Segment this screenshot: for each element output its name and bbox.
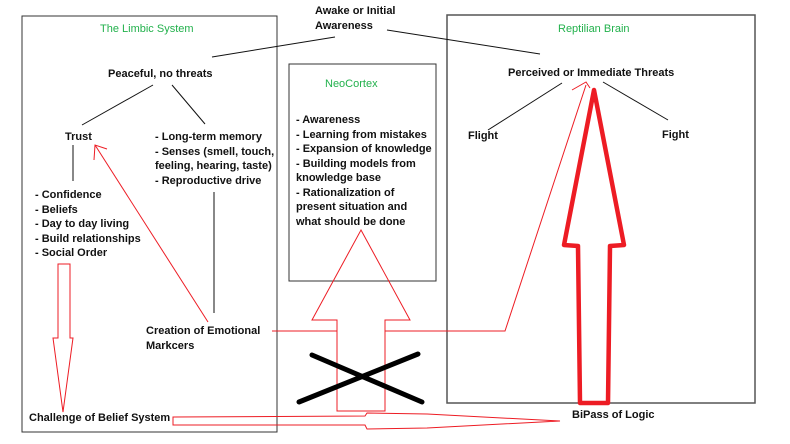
arrow-trust-to-challenge [52,263,74,413]
neocortex-title: NeoCortex [325,78,378,90]
reptilian-title: Reptilian Brain [558,23,630,35]
arrow-emotional-to-threats [272,81,591,332]
list-item: - Senses (smell, touch, [155,145,275,158]
bypass-arrow [561,87,627,406]
peaceful-label: Peaceful, no threats [108,68,213,80]
blocked-x-icon [296,351,425,405]
flight-label: Flight [468,130,498,142]
connector-peaceful-memory [171,84,206,125]
list-item: - Learning from mistakes [296,128,427,141]
list-item: - Build relationships [35,232,141,245]
list-item: present situation and [296,201,408,213]
neocortex-blocked-arrow [311,228,411,412]
list-item: - Reproductive drive [155,174,262,187]
connector-peaceful-trust [81,84,154,126]
bypass-label: BiPass of Logic [572,409,655,421]
list-item: - Social Order [35,247,108,259]
arrow-emotional-to-trust [93,144,209,323]
list-item: - Day to day living [35,218,130,230]
list-item: - Expansion of knowledge [296,143,432,155]
arrow-challenge-to-bypass [172,412,561,430]
awake-line1: Awake or Initial [315,5,396,17]
limbic-title: The Limbic System [100,23,194,35]
list-item: - Beliefs [35,203,78,216]
connector-threats-fight [602,81,669,121]
list-item: - Confidence [35,189,102,201]
emotional-line2: Markcers [146,339,195,352]
list-item: feeling, hearing, taste) [155,160,272,172]
trust-list: - Confidence - Beliefs - Day to day livi… [35,188,141,261]
neocortex-box [288,63,437,282]
threats-label: Perceived or Immediate Threats [508,67,675,79]
connector-threats-flight [487,82,563,131]
memory-list: - Long-term memory - Senses (smell, touc… [155,130,274,188]
awake-line2: Awareness [315,19,373,32]
list-item: - Awareness [296,114,361,126]
list-item: knowledge base [296,172,381,184]
list-item: - Rationalization of [296,186,395,199]
emotional-markers-label: Creation of Emotional Markcers [146,324,260,353]
emotional-line1: Creation of Emotional [146,325,261,337]
fight-label: Fight [662,129,689,141]
challenge-label: Challenge of Belief System [29,412,171,424]
awake-label: Awake or Initial Awareness [315,4,396,33]
neocortex-list: - Awareness - Learning from mistakes - E… [296,113,432,229]
list-item: - Long-term memory [155,131,262,143]
limbic-box [21,15,278,433]
connector-awake-threats [386,29,541,55]
connector-awake-peaceful [211,36,336,58]
list-item: what should be done [296,215,406,228]
trust-label: Trust [65,131,92,143]
list-item: - Building models from [296,157,416,170]
